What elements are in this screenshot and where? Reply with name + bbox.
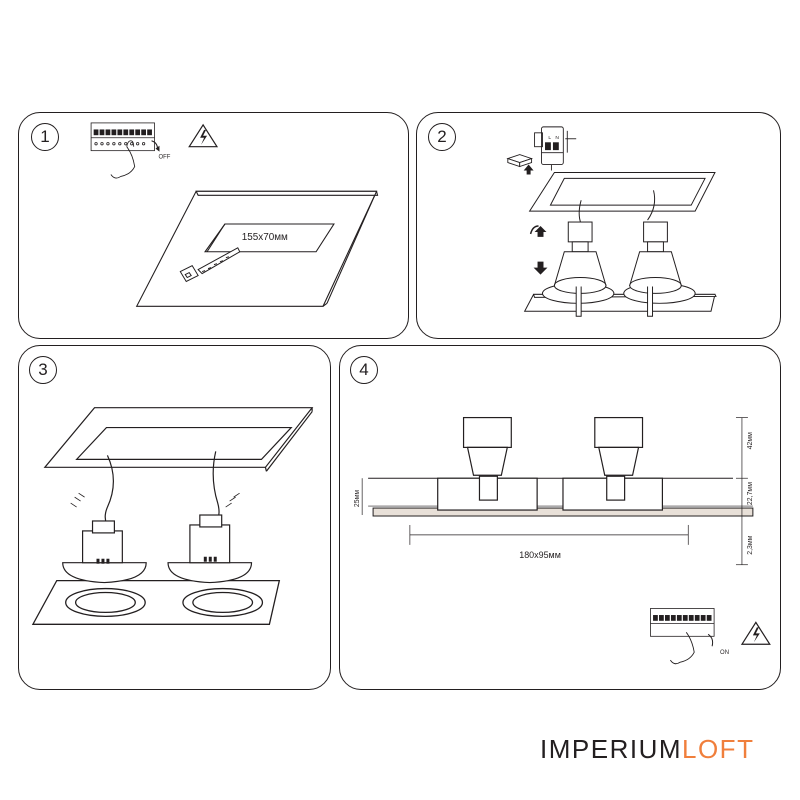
dim-height-22-7: 22,7мм [747, 482, 754, 505]
breaker-panel-icon [650, 608, 715, 665]
brand-part-2: LOFT [682, 734, 755, 764]
step-1-illustration: OFF 155x70мм [90, 122, 379, 307]
rotate-arrows-icon [529, 225, 547, 237]
clip-springs [96, 556, 217, 564]
step-2-panel: 2 L N [416, 112, 781, 339]
ceiling-board [135, 190, 379, 307]
on-label: ON [720, 650, 729, 656]
lamp-holders [62, 514, 253, 584]
dim-height-42: 42мм [747, 432, 754, 449]
wire-label-n: N [555, 135, 559, 141]
step-1-panel: 1 OFF [18, 112, 409, 339]
double-frame [523, 282, 717, 312]
up-arrow-icon [523, 164, 534, 175]
ceiling-board [528, 171, 716, 212]
terminal-block-icon [534, 126, 577, 171]
step-3-illustration [31, 407, 314, 625]
step-1-number: 1 [31, 123, 59, 151]
step-2-number: 2 [428, 123, 456, 151]
dim-width: 180x95мм [519, 550, 561, 560]
dim-height-2-3: 2,3мм [747, 535, 754, 554]
cutout-size-label: 155x70мм [242, 232, 288, 243]
step-3-number: 3 [29, 356, 57, 384]
dim-depth-25: 25мм [354, 490, 361, 507]
breaker-panel-icon [90, 122, 155, 179]
high-voltage-warning-icon [740, 621, 771, 645]
ceiling-section [368, 477, 754, 517]
step-4-illustration: 42мм 22,7мм 2,3мм 25мм 180x95мм ON [354, 416, 771, 665]
recessed-fixtures [437, 416, 663, 511]
step-2-illustration: L N [506, 126, 717, 317]
step-4-number: 4 [350, 356, 378, 384]
ceiling-board [43, 407, 314, 472]
wire-label-l: L [548, 135, 551, 141]
double-frame [31, 579, 281, 625]
dimension-lines [361, 417, 748, 566]
brand-logo: IMPERIUMLOFT [540, 734, 754, 765]
motion-marks [70, 492, 240, 508]
lamp-holders [553, 221, 682, 317]
off-label: OFF [158, 155, 170, 161]
step-4-panel: 4 42мм [339, 345, 781, 690]
high-voltage-warning-icon [188, 123, 219, 148]
hand-saw-icon [179, 247, 241, 283]
step-3-panel: 3 [18, 345, 331, 690]
connector-icon [506, 154, 534, 168]
brand-part-1: IMPERIUM [540, 734, 682, 764]
down-arrow-icon [533, 261, 548, 275]
